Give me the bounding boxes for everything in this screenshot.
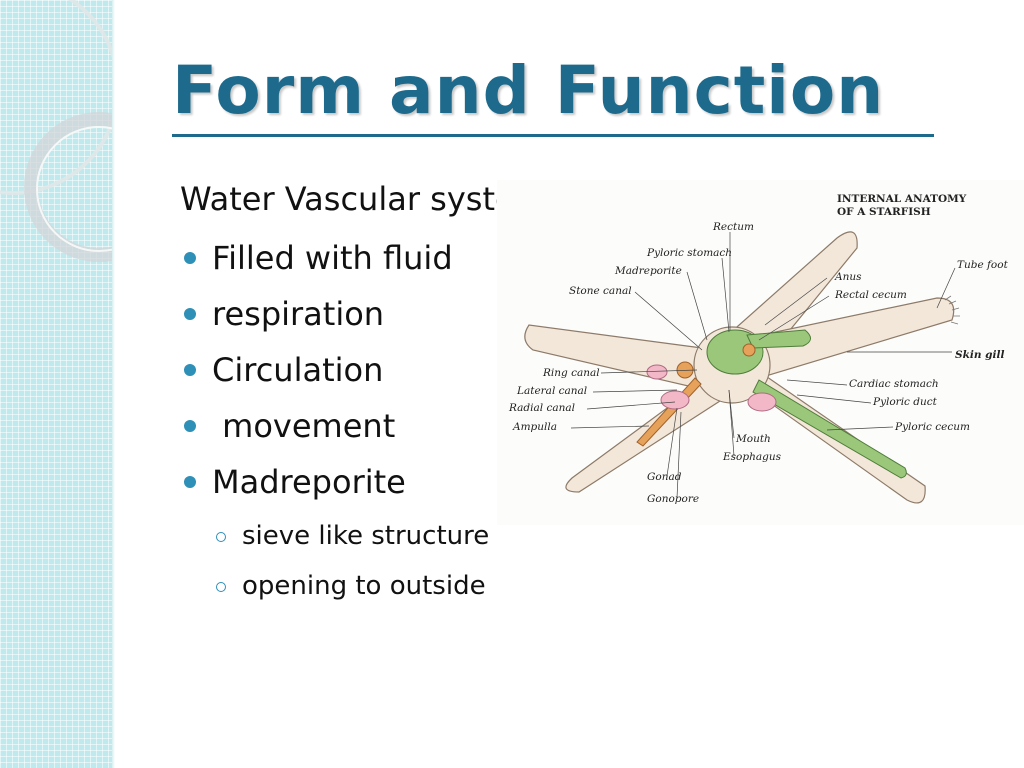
- bullet-text: respiration: [212, 295, 385, 333]
- pyloric-cecum-top: [746, 329, 811, 349]
- label-skin-gill: Skin gill: [955, 349, 1004, 361]
- slide-title: Form and Function: [172, 52, 885, 129]
- hollow-circle-icon: [216, 532, 226, 542]
- starfish-anatomy-diagram: INTERNAL ANATOMY OF A STARFISH Rectum Py…: [497, 180, 1024, 525]
- bullet-text: movement: [212, 407, 396, 445]
- bullet-text: Circulation: [212, 351, 384, 389]
- tube-feet: [944, 295, 960, 325]
- title-underline: [172, 134, 934, 137]
- gonads: [646, 364, 777, 412]
- sub-bullet-text: sieve like structure: [242, 521, 490, 551]
- pyloric-cecum-right: [752, 379, 907, 479]
- label-pyloric-stomach: Pyloric stomach: [646, 247, 732, 259]
- label-gonopore: Gonopore: [647, 493, 699, 505]
- label-stone-canal: Stone canal: [569, 285, 632, 297]
- label-anus: Anus: [834, 271, 862, 283]
- digestive-organs: [706, 329, 907, 479]
- starfish-arm-right: [746, 297, 955, 379]
- leader-lines: [570, 232, 956, 499]
- pyloric-stomach: [706, 329, 764, 375]
- label-esophagus: Esophagus: [722, 451, 782, 463]
- label-pyloric-duct: Pyloric duct: [872, 396, 938, 408]
- label-madreporite: Madreporite: [614, 265, 682, 277]
- label-rectum: Rectum: [712, 221, 754, 233]
- bullet-text: Filled with fluid: [212, 239, 453, 277]
- bullet-dot-icon: [184, 420, 196, 432]
- label-pyloric-cecum: Pyloric cecum: [894, 421, 970, 433]
- bullet-text: Madreporite: [212, 463, 406, 501]
- label-mouth: Mouth: [735, 433, 771, 445]
- bullet-dot-icon: [184, 308, 196, 320]
- label-ampulla: Ampulla: [512, 421, 557, 433]
- starfish-illustration: INTERNAL ANATOMY OF A STARFISH Rectum Py…: [508, 193, 1009, 505]
- label-rectal-cecum: Rectal cecum: [834, 289, 907, 301]
- label-radial-canal: Radial canal: [508, 402, 575, 414]
- strip-edge: [112, 0, 115, 768]
- diagram-title-line1: INTERNAL ANATOMY: [837, 193, 967, 205]
- hollow-circle-icon: [216, 582, 226, 592]
- section-heading: Water Vascular system: [180, 180, 546, 218]
- diagram-title-line2: OF A STARFISH: [837, 206, 931, 218]
- bullet-dot-icon: [184, 476, 196, 488]
- sub-bullet-text: opening to outside: [242, 571, 486, 601]
- label-gonad: Gonad: [647, 471, 682, 483]
- decorative-side-strip: [0, 0, 112, 768]
- label-tube-foot: Tube foot: [957, 259, 1009, 271]
- bullet-dot-icon: [184, 252, 196, 264]
- bullet-dot-icon: [184, 364, 196, 376]
- label-cardiac-stomach: Cardiac stomach: [849, 378, 939, 390]
- label-lateral-canal: Lateral canal: [516, 385, 587, 397]
- label-ring-canal: Ring canal: [542, 367, 600, 379]
